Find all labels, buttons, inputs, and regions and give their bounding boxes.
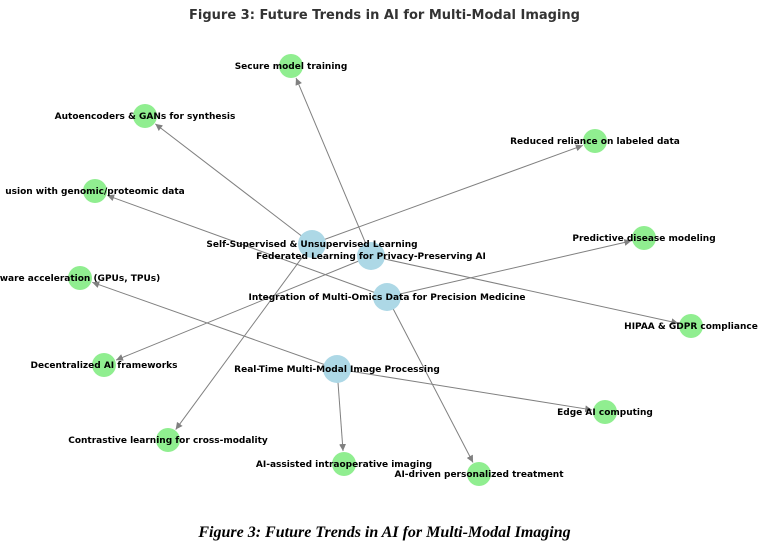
leave-node-contrastive [156,428,180,452]
edge-omics-to-predictive [386,239,632,298]
hub-node-ssl [298,230,326,258]
leave-label-contrastive: Contrastive learning for cross-modality [68,436,268,446]
hub-label-ssl: Self-Supervised & Unsupervised Learning [206,240,417,250]
leave-label-fusion: usion with genomic/proteomic data [5,187,185,197]
hub-label-rt: Real-Time Multi-Modal Image Processing [234,365,440,375]
hub-label-omics: Integration of Multi-Omics Data for Prec… [249,293,526,303]
leave-node-fusion [83,179,107,203]
leave-node-predictive [632,226,656,250]
leave-label-reduced: Reduced reliance on labeled data [510,137,680,147]
figure-caption: Figure 3: Future Trends in AI for Multi-… [198,524,571,541]
leave-node-hardware [68,266,92,290]
leave-node-secure [279,54,303,78]
edge-fl-to-decentral [115,255,372,361]
leave-label-intraop: AI-assisted intraoperative imaging [256,460,432,470]
edges-layer [92,77,679,463]
leave-label-decentral: Decentralized AI frameworks [31,361,178,371]
nodes-layer [68,54,703,486]
edge-rt-to-edge [336,368,593,413]
leave-label-edge: Edge AI computing [557,408,653,418]
leave-node-decentral [92,353,116,377]
leave-label-predictive: Predictive disease modeling [572,234,715,244]
leave-label-autoenc: Autoencoders & GANs for synthesis [55,112,236,122]
edge-ssl-to-autoenc [155,123,313,245]
edge-fl-to-secure [295,77,372,257]
edge-omics-to-personalized [386,296,474,463]
leave-node-autoenc [133,104,157,128]
edge-rt-to-hardware [92,281,338,370]
leave-label-hardware: ware acceleration (GPUs, TPUs) [0,274,160,284]
edge-omics-to-fusion [107,194,388,298]
edge-fl-to-hipaa [370,255,679,326]
hub-node-fl [357,242,385,270]
leave-label-personalized: AI-driven personalized treatment [394,470,564,480]
figure-title: Figure 3: Future Trends in AI for Multi-… [189,8,580,23]
edge-ssl-to-contrastive [175,243,313,430]
hub-node-rt [323,355,351,383]
hub-node-omics [373,283,401,311]
leave-node-edge [593,400,617,424]
leave-node-personalized [467,462,491,486]
edge-ssl-to-reduced [311,144,583,245]
hub-label-fl: Federated Learning for Privacy-Preservin… [256,252,486,262]
leave-label-hipaa: HIPAA & GDPR compliance [624,322,758,332]
leave-node-hipaa [679,314,703,338]
leave-label-secure: Secure model training [235,62,348,72]
leave-node-reduced [583,129,607,153]
leave-node-intraop [332,452,356,476]
